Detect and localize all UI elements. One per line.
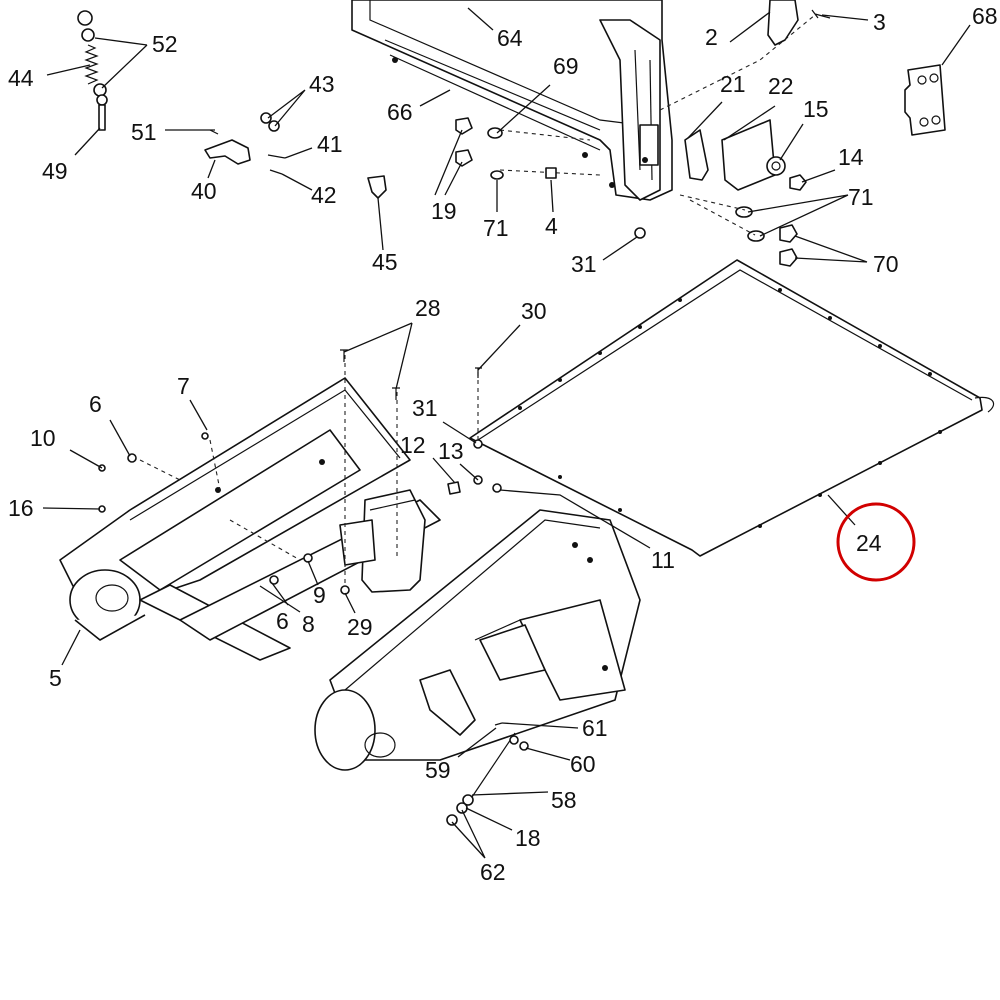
- nut-part-14: [789, 174, 807, 191]
- label-70: 70: [873, 251, 899, 277]
- highlight-circle: [836, 502, 916, 582]
- label-16: 16: [8, 495, 34, 521]
- label-49: 49: [42, 158, 68, 184]
- label-6-lower: 6: [276, 608, 289, 634]
- label-71-right: 71: [848, 184, 874, 210]
- label-21: 21: [720, 71, 746, 97]
- label-28: 28: [415, 295, 441, 321]
- label-31-lower: 31: [412, 395, 438, 421]
- label-59: 59: [425, 757, 451, 783]
- lower-frame-assembly: [59, 377, 641, 771]
- label-7: 7: [177, 373, 190, 399]
- bolt-part-3: [811, 9, 831, 19]
- washer-part-15: [766, 156, 786, 176]
- washer-part-71-right: [735, 206, 753, 218]
- label-41: 41: [317, 131, 343, 157]
- label-62: 62: [480, 859, 506, 885]
- label-8: 8: [302, 611, 315, 637]
- latch-parts: [204, 112, 286, 175]
- linkage-parts: [446, 722, 529, 826]
- label-9: 9: [313, 582, 326, 608]
- label-71-left: 71: [483, 215, 509, 241]
- label-5: 5: [49, 665, 62, 691]
- label-58: 58: [551, 787, 577, 813]
- label-30: 30: [521, 298, 547, 324]
- label-15: 15: [803, 96, 829, 122]
- handle-part-45: [367, 175, 387, 199]
- label-12: 12: [400, 432, 426, 458]
- nut-part-70: [779, 224, 798, 267]
- label-3: 3: [873, 9, 886, 35]
- plate-part-21: [684, 129, 709, 181]
- plate-part-68: [904, 64, 946, 136]
- spring-assembly: [77, 10, 108, 131]
- label-64: 64: [497, 25, 523, 51]
- bolt-parts-19: [455, 117, 557, 180]
- upper-frame-assembly: [351, 0, 673, 201]
- plate-part-22: [721, 119, 776, 191]
- label-24: 24: [856, 530, 882, 556]
- label-19: 19: [431, 198, 457, 224]
- label-6-upper: 6: [89, 391, 102, 417]
- label-43: 43: [309, 71, 335, 97]
- label-68: 68: [972, 3, 998, 29]
- label-42: 42: [311, 182, 337, 208]
- label-45: 45: [372, 249, 398, 275]
- label-66: 66: [387, 99, 413, 125]
- bracket-part-2: [767, 0, 799, 46]
- bolt-part-31-upper: [634, 227, 646, 239]
- label-40: 40: [191, 178, 217, 204]
- label-11: 11: [651, 547, 675, 573]
- label-51: 51: [131, 119, 157, 145]
- label-22: 22: [768, 73, 794, 99]
- label-52: 52: [152, 31, 178, 57]
- label-31-upper: 31: [571, 251, 597, 277]
- label-69: 69: [553, 53, 579, 79]
- label-61: 61: [582, 715, 608, 741]
- label-60: 60: [570, 751, 596, 777]
- label-14: 14: [838, 144, 864, 170]
- label-44: 44: [8, 65, 34, 91]
- label-29: 29: [347, 614, 373, 640]
- label-18: 18: [515, 825, 541, 851]
- label-13: 13: [438, 438, 464, 464]
- label-2: 2: [705, 24, 718, 50]
- label-10: 10: [30, 425, 56, 451]
- label-4: 4: [545, 213, 558, 239]
- panel-part-24: [469, 259, 995, 557]
